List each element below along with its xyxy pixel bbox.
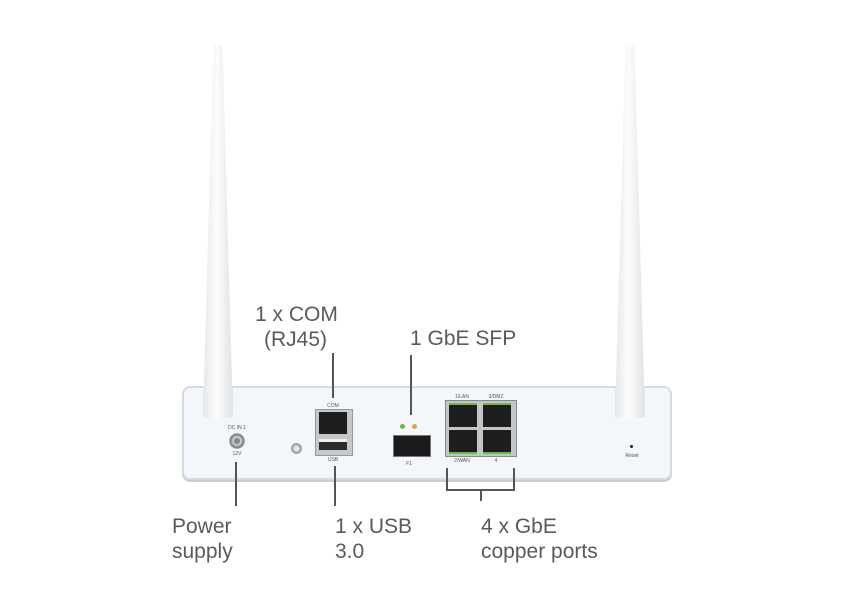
copper-callout-line1: 4 x GbE bbox=[481, 515, 557, 538]
copper-bracket-stem bbox=[480, 489, 482, 501]
com-callout: 1 x COM (RJ45) bbox=[255, 302, 338, 352]
port4-label: 4 bbox=[494, 458, 498, 464]
sfp-port-label: F1 bbox=[406, 461, 412, 467]
com-port-label: COM bbox=[327, 403, 339, 409]
left-antenna bbox=[203, 45, 233, 417]
sfp-leader-line bbox=[410, 355, 412, 415]
port3-label: 3/DMZ bbox=[488, 394, 504, 400]
right-antenna bbox=[615, 45, 645, 417]
port-4 bbox=[483, 430, 511, 454]
firewall-rear-panel bbox=[182, 386, 672, 480]
port2-label: 2/WAN bbox=[454, 458, 470, 464]
copper-bracket-left bbox=[446, 468, 448, 491]
power-connector bbox=[229, 433, 245, 449]
usb-leader-line bbox=[334, 466, 336, 506]
right-antenna-base bbox=[615, 386, 645, 418]
power-callout-line2: supply bbox=[172, 540, 233, 563]
ground-screw bbox=[291, 443, 302, 454]
voltage-label: 12V bbox=[232, 451, 242, 457]
sfp-callout: 1 GbE SFP bbox=[410, 327, 517, 350]
port-2 bbox=[449, 430, 477, 454]
reset-button bbox=[630, 445, 633, 448]
copper-callout: 4 x GbE copper ports bbox=[481, 514, 598, 564]
usb-port bbox=[319, 439, 347, 450]
power-callout-line1: Power bbox=[172, 515, 232, 538]
dc-in-label: DC IN 1 bbox=[228, 425, 246, 431]
com-callout-line2: (RJ45) bbox=[264, 328, 328, 351]
usb-port-label: USB bbox=[327, 457, 339, 463]
com-callout-line1: 1 x COM bbox=[255, 303, 338, 326]
com-leader-line bbox=[332, 353, 334, 398]
sfp-port bbox=[393, 435, 431, 457]
sfp-led-green bbox=[400, 424, 405, 429]
sfp-led-orange bbox=[412, 424, 417, 429]
usb-callout-line1: 1 x USB bbox=[335, 515, 413, 538]
usb-callout: 1 x USB 3.0 bbox=[335, 514, 412, 564]
port-3 bbox=[483, 403, 511, 427]
copper-bracket-right bbox=[513, 468, 515, 491]
com-port bbox=[319, 412, 347, 434]
port-1 bbox=[449, 403, 477, 427]
power-callout: Power supply bbox=[172, 514, 233, 564]
usb-callout-line2: 3.0 bbox=[335, 540, 365, 563]
copper-callout-line2: copper ports bbox=[481, 540, 598, 563]
reset-label: Reset bbox=[625, 453, 639, 459]
left-antenna-base bbox=[203, 386, 233, 418]
power-leader-line bbox=[235, 462, 237, 506]
port1-label: 1/LAN bbox=[455, 394, 469, 400]
